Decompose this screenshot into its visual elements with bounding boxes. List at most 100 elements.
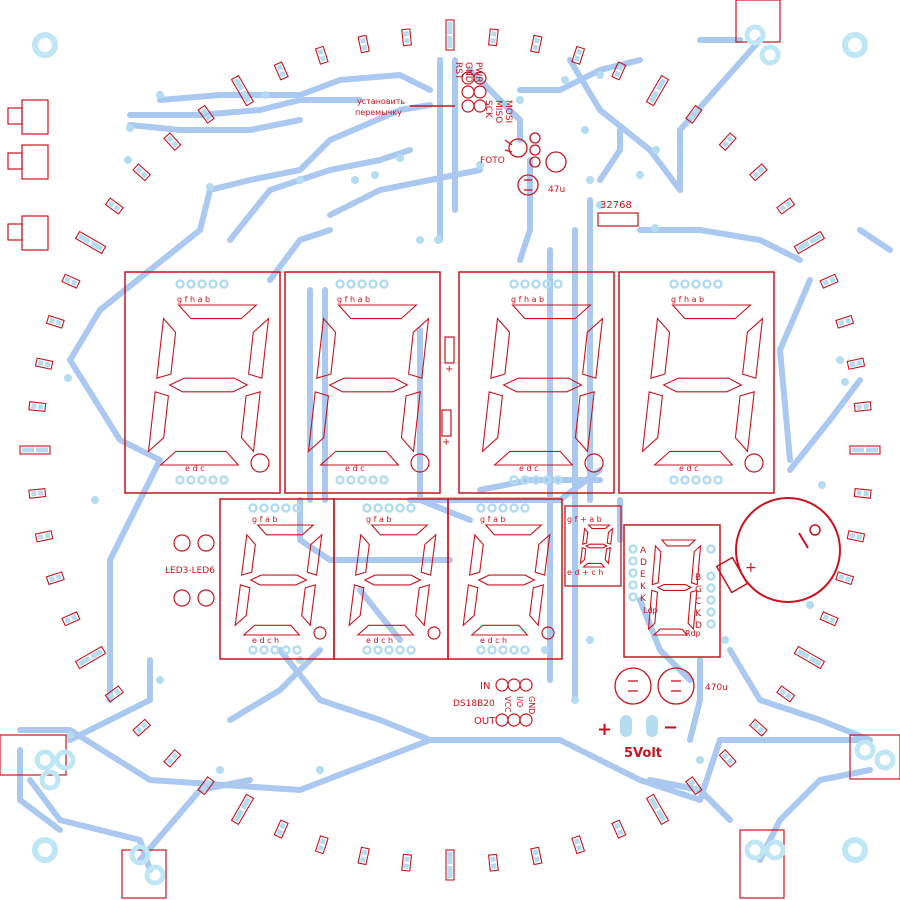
digit-segment xyxy=(687,589,698,631)
side-digit-left-pin: K xyxy=(640,582,647,592)
digit-segment xyxy=(690,544,702,586)
digit-segment xyxy=(177,304,258,320)
via xyxy=(371,171,379,179)
digit-segment xyxy=(493,450,574,466)
decimal-point xyxy=(410,453,430,473)
side-digit-right-pin: G xyxy=(695,585,702,595)
isp-pin-pwr: PWR xyxy=(473,62,483,83)
via xyxy=(206,183,214,191)
decimal-point xyxy=(541,626,555,640)
digit-pin xyxy=(219,475,229,485)
digit-segment xyxy=(579,547,587,565)
digit-segment xyxy=(671,304,752,320)
decimal-point xyxy=(313,626,327,640)
big-digit-top-pins: g f h a b xyxy=(177,295,210,304)
digit-segment xyxy=(484,524,543,536)
crystal xyxy=(597,212,639,227)
digit-segment xyxy=(306,533,323,576)
digit-pin xyxy=(362,503,372,513)
digit-segment xyxy=(356,624,415,636)
digit-segment xyxy=(481,391,503,453)
via xyxy=(841,378,849,386)
small-digit-bottom-pins: e d c h xyxy=(252,636,279,645)
digit-pin xyxy=(362,645,372,655)
ring-led-pad xyxy=(314,835,329,855)
digit-segment xyxy=(587,524,611,530)
digit-pin xyxy=(270,645,280,655)
led3-led6 xyxy=(173,534,215,607)
decimal-point xyxy=(427,626,441,640)
ring-led-pad xyxy=(571,45,586,65)
side-digit-right-pin: C xyxy=(695,597,701,607)
digit-segment xyxy=(147,391,169,453)
digit-pin xyxy=(498,503,508,513)
digit-segment xyxy=(319,450,400,466)
decimal-point xyxy=(744,453,764,473)
digit-pin xyxy=(669,279,679,289)
corner-pads xyxy=(34,24,896,886)
ring-led-pad xyxy=(749,163,768,182)
ring-led-pad xyxy=(611,61,627,81)
digit-segment xyxy=(354,533,370,576)
ring-led-pad xyxy=(853,487,872,499)
digit-segment xyxy=(468,533,484,576)
digit-pin xyxy=(509,503,519,513)
cap-470u xyxy=(614,667,695,705)
side-digit-right-pin: B xyxy=(695,573,701,583)
digit-side-caps xyxy=(441,336,455,437)
mini-digit-bottom-pins: e d + c h xyxy=(567,568,603,577)
digit-pin xyxy=(713,475,723,485)
digit-segment xyxy=(574,391,595,453)
ring-led-pad xyxy=(61,273,81,289)
small-digit: g f a be d c h xyxy=(333,498,449,660)
via xyxy=(696,756,704,764)
side-digit-left-pin: A xyxy=(640,546,647,556)
ds18b20-label: DS18B20 xyxy=(453,699,495,709)
ring-led-pad xyxy=(34,530,54,543)
ring-led-pad xyxy=(45,314,65,329)
digit-segment xyxy=(156,317,177,379)
digit-segment xyxy=(462,584,479,627)
small-digit: g f a be d c h xyxy=(219,498,335,660)
ring-led-pad xyxy=(401,853,413,872)
digit-pin xyxy=(384,645,394,655)
ring-led-pad xyxy=(230,793,255,826)
digit-pin xyxy=(691,279,701,289)
via xyxy=(652,146,660,154)
digit-segment xyxy=(652,628,689,636)
digit-pin xyxy=(346,475,356,485)
digit-segment xyxy=(477,574,536,586)
digit-pin xyxy=(208,279,218,289)
led-group-label: LED3-LED6 xyxy=(165,566,215,576)
digit-pin xyxy=(395,645,405,655)
digit-pin xyxy=(487,503,497,513)
ring-led-pad xyxy=(793,230,826,255)
small-digit-bottom-pins: e d c h xyxy=(480,636,507,645)
ring-led-pad xyxy=(530,846,543,866)
digit-segment xyxy=(420,533,437,576)
digit-pin xyxy=(531,475,541,485)
ds18b20-pin-io: I/O xyxy=(515,696,524,707)
ring-led-pad xyxy=(445,849,455,881)
digit-segment xyxy=(650,317,671,379)
digit-segment xyxy=(647,589,659,631)
via xyxy=(156,91,164,99)
digit-pin xyxy=(542,475,552,485)
digit-pin xyxy=(509,475,519,485)
mini-digit: g f + a be d + c h xyxy=(564,505,622,587)
via xyxy=(561,76,569,84)
power-pads xyxy=(620,715,658,737)
ring-led-pad xyxy=(835,571,855,586)
ds18b20-in: IN xyxy=(480,681,490,692)
big-digit-top-pins: g f h a b xyxy=(337,295,370,304)
isp-pin-rst: RST xyxy=(453,62,463,80)
digit-segment xyxy=(415,584,431,627)
via xyxy=(818,481,826,489)
ring-led-pad xyxy=(846,530,866,543)
via xyxy=(296,656,304,664)
cap-470u-label: 470u xyxy=(705,683,728,693)
ring-led-pad xyxy=(685,104,703,124)
ring-led-pad xyxy=(445,19,455,51)
digit-segment xyxy=(337,304,418,320)
